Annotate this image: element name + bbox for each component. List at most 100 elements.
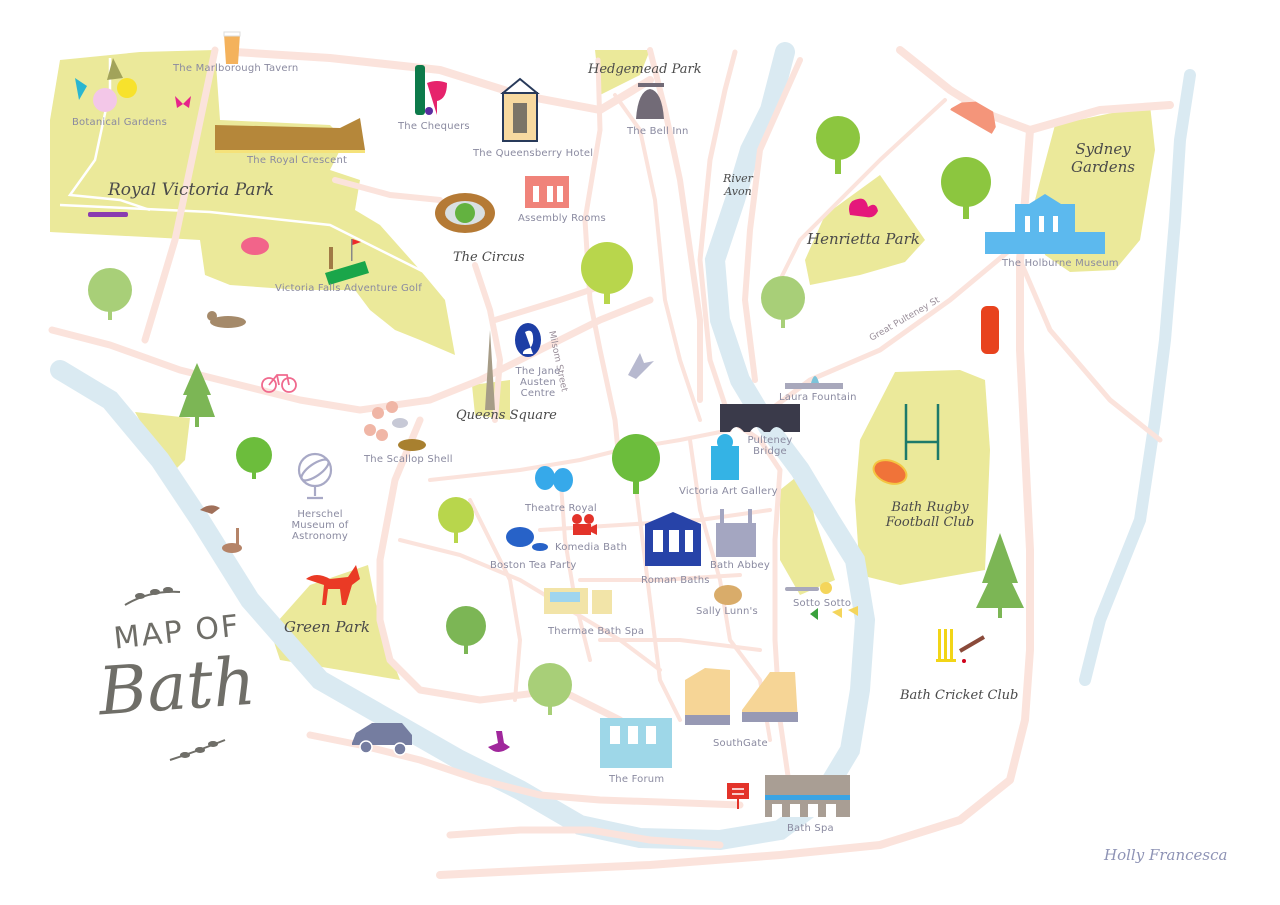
area-label-queens-square[interactable]: Queens Square xyxy=(456,408,557,423)
gallery-icon xyxy=(711,434,739,480)
spa-pool-icon xyxy=(544,588,612,614)
landmark-sally-lunns[interactable]: Sally Lunn's xyxy=(696,606,758,617)
teapot-icon xyxy=(506,527,548,551)
skateboard-icon xyxy=(88,212,128,217)
southgate-icon xyxy=(685,668,798,725)
artist-signature: Holly Francesca xyxy=(1104,846,1228,864)
map-title: MAP OF Bath xyxy=(92,585,262,730)
laurel-decoration-icon xyxy=(124,587,226,761)
area-label-green-park[interactable]: Green Park xyxy=(284,618,370,636)
tree-icon xyxy=(761,276,805,328)
landmark-queensberry-hotel[interactable]: The Queensberry Hotel xyxy=(473,148,594,159)
landmark-pulteney-bridge[interactable]: Pulteney Bridge xyxy=(747,435,793,457)
bird-icon xyxy=(200,505,220,514)
flowers-icon xyxy=(75,58,137,112)
park-henrietta xyxy=(805,175,925,285)
tree-icon xyxy=(438,497,474,543)
fountain-icon xyxy=(785,376,843,389)
landmark-the-forum[interactable]: The Forum xyxy=(609,774,665,785)
area-label-royal-victoria-park[interactable]: Royal Victoria Park xyxy=(108,180,274,200)
landmark-assembly-rooms[interactable]: Assembly Rooms xyxy=(518,213,606,224)
bicycle-icon xyxy=(261,374,297,393)
area-label-bath-cricket[interactable]: Bath Cricket Club xyxy=(900,688,1019,703)
tree-icon xyxy=(236,437,272,479)
landmark-komedia-bath[interactable]: Komedia Bath xyxy=(555,542,628,553)
park-paths-layer xyxy=(59,58,441,282)
orange-car-icon xyxy=(950,101,996,134)
park-recreation xyxy=(780,470,835,595)
landmark-jane-austen-centre[interactable]: The Jane Austen Centre xyxy=(515,366,561,399)
rabbit-icon xyxy=(241,237,269,255)
hotel-door-icon xyxy=(500,77,540,142)
circus-icon xyxy=(435,193,495,233)
tree-icon xyxy=(179,363,215,427)
roman-baths-icon xyxy=(645,512,701,566)
theatre-masks-icon xyxy=(535,466,573,492)
wine-icon xyxy=(415,65,447,115)
landmark-bell-inn[interactable]: The Bell Inn xyxy=(627,126,689,137)
area-label-river-avon[interactable]: River Avon xyxy=(723,172,753,198)
bell-icon xyxy=(636,83,664,119)
area-label-bath-rugby[interactable]: Bath Rugby Football Club xyxy=(885,500,975,530)
pasta-fork-icon xyxy=(785,582,858,620)
assembly-rooms-icon xyxy=(525,176,569,208)
landmark-bath-spa-station[interactable]: Bath Spa xyxy=(787,823,834,834)
crescent-building-icon xyxy=(215,118,365,153)
cricket-icon xyxy=(936,629,986,663)
station-sign-icon xyxy=(727,783,749,809)
dove-icon xyxy=(628,353,654,379)
landmark-boston-tea-party[interactable]: Boston Tea Party xyxy=(490,560,577,571)
film-camera-icon xyxy=(572,514,597,535)
obelisk-icon xyxy=(485,330,495,410)
park-royal-victoria xyxy=(50,50,455,355)
park-rugby xyxy=(855,370,990,585)
armillary-sphere-icon xyxy=(297,452,333,500)
area-label-henrietta-park[interactable]: Henrietta Park xyxy=(807,230,920,248)
area-label-hedgemead-park[interactable]: Hedgemead Park xyxy=(588,62,702,77)
rugby-posts-icon xyxy=(904,404,940,460)
museum-icon xyxy=(985,194,1105,254)
trees-layer xyxy=(88,116,1024,715)
butterfly-icon xyxy=(175,96,191,108)
landmark-chequers[interactable]: The Chequers xyxy=(398,121,470,132)
landmark-sotto-sotto[interactable]: Sotto Sotto xyxy=(793,598,852,609)
pint-glass-icon xyxy=(223,31,241,64)
landmark-laura-fountain[interactable]: Laura Fountain xyxy=(779,392,857,403)
tree-icon xyxy=(88,268,132,320)
swan-icon xyxy=(488,731,510,752)
goose-icon xyxy=(222,528,242,553)
seafood-icon xyxy=(364,401,426,451)
area-label-sydney-gardens[interactable]: Sydney Gardens xyxy=(1071,140,1135,176)
forum-building-icon xyxy=(600,718,672,768)
squirrel-icon xyxy=(849,198,878,218)
parks-layer xyxy=(50,50,1155,680)
landmark-roman-baths[interactable]: Roman Baths xyxy=(641,575,710,586)
landmark-marlborough-tavern[interactable]: The Marlborough Tavern xyxy=(173,63,299,74)
park-hedgemead xyxy=(595,50,650,95)
station-building-icon xyxy=(765,775,850,817)
landmark-adventure-golf[interactable]: Victoria Falls Adventure Golf xyxy=(275,283,422,294)
landmark-holburne-museum[interactable]: The Holburne Museum xyxy=(1002,258,1119,269)
landmark-herschel-museum[interactable]: Herschel Museum of Astronomy xyxy=(291,509,349,542)
bridge-icon xyxy=(720,404,800,432)
fox-icon xyxy=(306,565,360,605)
rugby-ball-icon xyxy=(872,459,908,485)
map-title-line2: Bath xyxy=(96,642,258,731)
landmark-royal-crescent[interactable]: The Royal Crescent xyxy=(247,155,348,166)
landmark-scallop-shell[interactable]: The Scallop Shell xyxy=(364,454,453,465)
park-west xyxy=(135,412,190,475)
landmark-southgate[interactable]: SouthGate xyxy=(713,738,768,749)
landmark-thermae-bath-spa[interactable]: Thermae Bath Spa xyxy=(548,626,645,637)
landmark-botanical-gardens[interactable]: Botanical Gardens xyxy=(72,117,167,128)
landmark-bath-abbey[interactable]: Bath Abbey xyxy=(710,560,771,571)
icons-layer xyxy=(75,31,1105,817)
dog-icon xyxy=(207,311,246,328)
area-label-the-circus[interactable]: The Circus xyxy=(453,250,525,265)
tree-icon xyxy=(941,157,991,219)
landmark-victoria-art-gallery[interactable]: Victoria Art Gallery xyxy=(679,486,778,497)
postbox-icon xyxy=(981,306,999,354)
tree-icon xyxy=(976,533,1024,618)
landmark-theatre-royal[interactable]: Theatre Royal xyxy=(525,503,597,514)
tree-icon xyxy=(612,434,660,494)
